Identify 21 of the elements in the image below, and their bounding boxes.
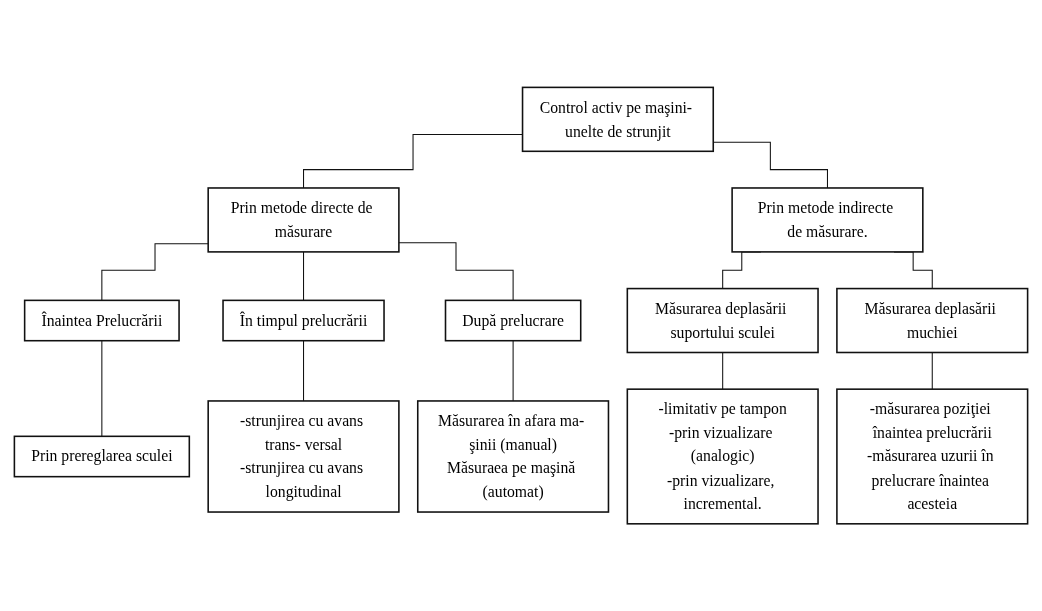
node-box: Control activ pe maşini- unelte de strunjit [521,86,715,152]
node-box: -limitativ pe tampon -prin vizualizare (analogic) -prin vizualizare, incremental. [626,388,819,525]
node-box: Prin metode indirecte de măsurare. [731,187,924,253]
connector [101,340,103,437]
node-box: În timpul prelucrării [222,299,385,342]
connector [512,340,514,402]
connector [931,351,933,390]
node-box: Măsurarea deplasării muchiei [836,287,1029,354]
connector [303,251,305,301]
node-box: -măsurarea poziţiei înaintea prelucrării -măsurarea uzurii în prelucrare înaintea acesteia [836,388,1029,525]
node-box: Înaintea Prelucrării [23,299,180,342]
connector [303,340,305,402]
node-box: După prelucrare [444,299,582,342]
node-box: Prin prereglarea sculei [13,435,191,478]
connector [398,242,514,301]
node-box: -strunjirea cu avans trans- versal -strunjirea cu avans longitudinal [207,400,400,513]
node-box: Măsurarea în afara ma- şinii (manual) Măsuraea pe maşină (automat) [416,400,610,513]
connector [722,351,724,390]
connector [101,243,209,301]
node-box: Măsurarea deplasării suportului sculei [626,287,819,354]
node-box: Prin metode directe de măsurare [207,187,400,253]
